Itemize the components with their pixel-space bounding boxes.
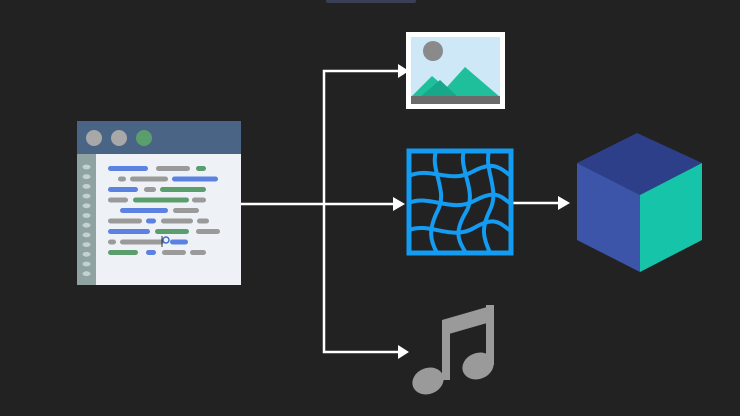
code-token <box>120 239 164 245</box>
arrowhead-texture <box>393 197 405 211</box>
edge-editor-to-image <box>322 69 400 204</box>
gutter-marker <box>82 242 91 248</box>
gutter-marker <box>82 261 91 267</box>
code-token <box>156 166 190 171</box>
cube-top-face <box>577 133 702 195</box>
code-token <box>196 229 220 234</box>
gutter-marker <box>82 251 91 257</box>
3d-cube-icon <box>577 133 702 272</box>
music-note-icon <box>412 305 494 395</box>
image-sun <box>423 41 443 61</box>
code-token <box>133 197 189 203</box>
image-landscape-icon <box>406 32 505 109</box>
edge-editor-to-audio <box>322 204 400 354</box>
code-token <box>146 250 156 255</box>
code-token <box>161 218 193 224</box>
code-token <box>192 197 206 203</box>
code-token <box>108 218 142 224</box>
code-token <box>146 218 156 224</box>
code-token <box>108 187 138 192</box>
editor-gutter <box>77 154 96 285</box>
note-head-left <box>412 367 444 395</box>
gutter-marker <box>82 222 91 228</box>
code-token <box>160 187 206 192</box>
code-token <box>155 229 189 234</box>
texture-curve-v2 <box>456 149 472 255</box>
gutter-marker <box>82 271 91 277</box>
code-token <box>108 166 148 171</box>
code-token <box>120 208 168 213</box>
note-stem-right <box>486 305 494 365</box>
top-edge-tab <box>326 0 416 3</box>
gutter-marker <box>82 164 91 170</box>
cube-right-face <box>640 163 702 272</box>
window-button-close <box>86 130 102 146</box>
note-head-right <box>462 352 494 380</box>
code-lines <box>108 166 220 255</box>
arrowhead-image <box>398 64 409 78</box>
text-cursor-icon <box>161 236 170 247</box>
code-token <box>172 176 218 182</box>
code-token <box>173 208 199 213</box>
code-token <box>108 197 128 203</box>
texture-curve-h2 <box>407 192 513 208</box>
code-token <box>190 250 206 255</box>
code-token <box>118 176 126 182</box>
gutter-marker <box>82 174 91 180</box>
code-token <box>162 250 186 255</box>
code-token <box>108 250 138 255</box>
image-mountain-front <box>420 80 458 97</box>
gutter-marker <box>82 213 91 218</box>
editor-titlebar <box>77 121 241 154</box>
note-stem-left <box>442 320 450 380</box>
code-token <box>108 239 116 245</box>
gutter-marker <box>82 203 91 209</box>
code-token <box>130 176 168 182</box>
code-token <box>197 218 209 224</box>
arrowhead-model <box>558 196 570 210</box>
connector-lines <box>241 69 562 354</box>
texture-curve-h3 <box>407 219 513 235</box>
gutter-marker <box>82 232 91 238</box>
note-beam <box>442 305 494 336</box>
code-token <box>144 187 156 192</box>
code-token <box>170 239 188 245</box>
arrowheads <box>393 64 570 359</box>
texture-curve-v1 <box>429 149 444 255</box>
gutter-line-markers <box>82 164 91 277</box>
gutter-marker <box>82 184 91 189</box>
code-editor-window-icon <box>77 121 241 285</box>
arrowhead-audio <box>398 345 409 359</box>
gutter-marker <box>82 193 91 199</box>
cube-left-face <box>577 163 640 272</box>
window-button-minimize <box>111 130 127 146</box>
texture-curve-h1 <box>407 163 513 179</box>
window-button-maximize <box>136 130 152 146</box>
code-token <box>108 229 150 234</box>
texture-curve-v3 <box>482 149 496 255</box>
texture-grid-icon <box>406 148 514 256</box>
code-token <box>196 166 206 171</box>
image-ground <box>411 96 500 104</box>
